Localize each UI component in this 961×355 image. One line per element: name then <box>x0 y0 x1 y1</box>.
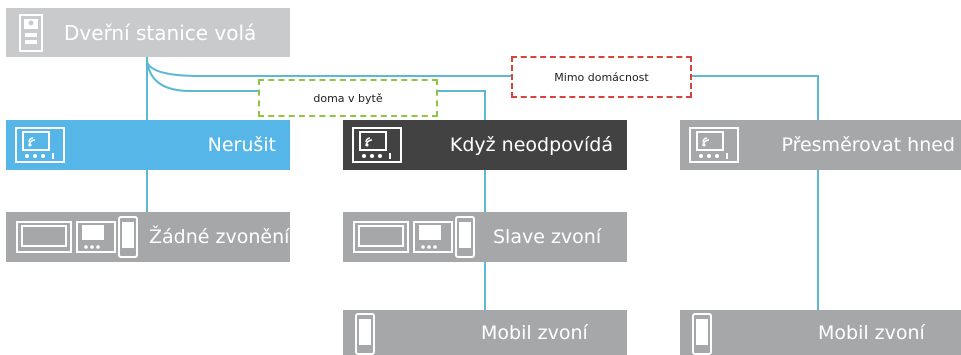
mode-label: Přesměrovat hned <box>781 134 955 156</box>
monitor-icon <box>413 221 453 253</box>
monitor-icon <box>352 127 402 163</box>
phone-icon <box>455 216 475 258</box>
result-label: Mobil zvoní <box>818 322 925 344</box>
mobile-icon <box>692 313 712 355</box>
connector-source-to-home <box>146 59 486 120</box>
mode-label: Nerušit <box>207 134 276 156</box>
result-label: Mobil zvoní <box>481 322 588 344</box>
monitor-icon <box>15 127 65 163</box>
mode-label: Když neodpovídá <box>449 134 613 156</box>
result-no-ringing: Žádné zvonění <box>6 212 290 262</box>
condition-away-tag: Mimo domácnost <box>511 56 692 98</box>
door-station-icon <box>19 14 43 52</box>
condition-away-label: Mimo domácnost <box>554 70 649 84</box>
screen-icon <box>16 221 72 253</box>
result-slave-rings: Slave zvoní <box>343 212 627 262</box>
result-mobile-rings: Mobil zvoní <box>343 310 627 355</box>
screen-icon <box>353 221 409 253</box>
door-station-box: Dveřní stanice volá <box>6 8 290 57</box>
condition-home-tag: doma v bytě <box>258 79 438 117</box>
monitor-icon <box>689 127 739 163</box>
result-label: Žádné zvonění <box>149 226 290 248</box>
result-mobile-rings: Mobil zvoní <box>680 310 961 355</box>
connector-source-to-away <box>146 61 819 120</box>
mode-do-not-disturb: Nerušit <box>6 120 290 170</box>
mode-redirect-now: Přesměrovat hned <box>680 120 961 170</box>
mobile-icon <box>355 313 375 355</box>
source-label: Dveřní stanice volá <box>64 20 257 45</box>
phone-icon <box>118 216 138 258</box>
mode-when-no-answer: Když neodpovídá <box>343 120 627 170</box>
result-label: Slave zvoní <box>493 226 602 248</box>
monitor-icon <box>76 221 116 253</box>
condition-home-label: doma v bytě <box>313 91 383 105</box>
